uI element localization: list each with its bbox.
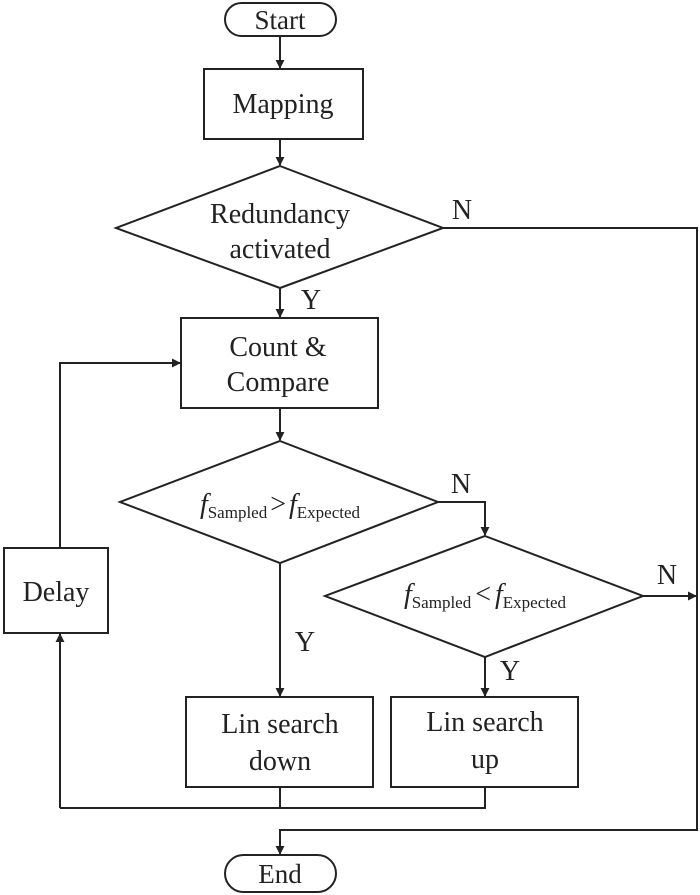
lt-operator: < [475,579,491,610]
gt-f2: f [289,489,300,520]
lt-yes-label: Y [500,656,520,687]
end-terminal [224,854,337,893]
lt-f1: f [404,579,415,610]
edge-delay-count [59,358,181,548]
redundancy-label-line1: Redundancy [210,199,350,230]
gt-condition-label: fSampled>fExpected [200,489,361,522]
redundancy-yes-label: Y [301,285,321,316]
start-label: Start [255,5,306,35]
gt-sub2: Expected [297,503,361,522]
count-compare-label-line2: Compare [227,367,330,398]
gt-no-label: N [451,469,471,500]
edge-redundancy-no [275,227,698,855]
delay-box [3,547,109,634]
redundancy-no-label: N [452,195,472,226]
mapping-box [203,68,364,140]
edge-gt-no [438,501,490,536]
gt-f1: f [200,489,211,520]
mapping-label: Mapping [232,89,333,120]
gt-sub1: Sampled [208,503,268,522]
lin-down-label-line1: Lin search [221,709,338,740]
redundancy-label-line2: activated [229,234,330,265]
lt-no-label: N [657,560,677,591]
gt-yes-label: Y [295,627,315,658]
lt-condition-label: fSampled<fExpected [404,579,567,612]
lin-down-label-line2: down [249,746,311,777]
lin-up-label-line2: up [471,744,499,775]
edge-lin-up-merge [60,787,486,809]
lt-sub2: Expected [503,593,567,612]
lt-f2: f [495,579,506,610]
end-label: End [258,859,302,889]
gt-operator: > [270,489,286,520]
lt-sub1: Sampled [412,593,472,612]
delay-label: Delay [23,577,90,608]
lin-up-label-line1: Lin search [426,707,543,738]
count-compare-label-line1: Count & [229,332,326,363]
